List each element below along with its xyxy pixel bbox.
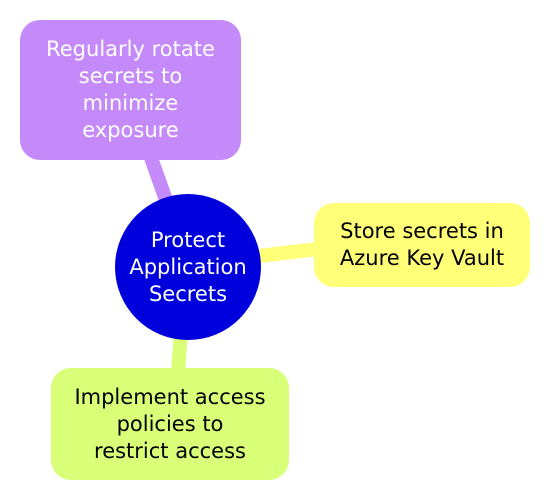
connector-store — [257, 242, 319, 263]
branch-label-rotate-secrets: Regularly rotate secrets to minimize exp… — [46, 37, 215, 142]
branch-node-store-secrets[interactable]: Store secrets in Azure Key Vault — [314, 203, 530, 287]
central-topic-node[interactable]: Protect Application Secrets — [115, 194, 261, 340]
connector-rotate — [143, 152, 173, 203]
central-topic-label: Protect Application Secrets — [129, 227, 247, 306]
branch-node-rotate-secrets[interactable]: Regularly rotate secrets to minimize exp… — [20, 20, 241, 160]
branch-label-store-secrets: Store secrets in Azure Key Vault — [339, 219, 505, 270]
branch-label-access-policies: Implement access policies to restrict ac… — [74, 384, 266, 463]
branch-node-access-policies[interactable]: Implement access policies to restrict ac… — [51, 368, 289, 480]
